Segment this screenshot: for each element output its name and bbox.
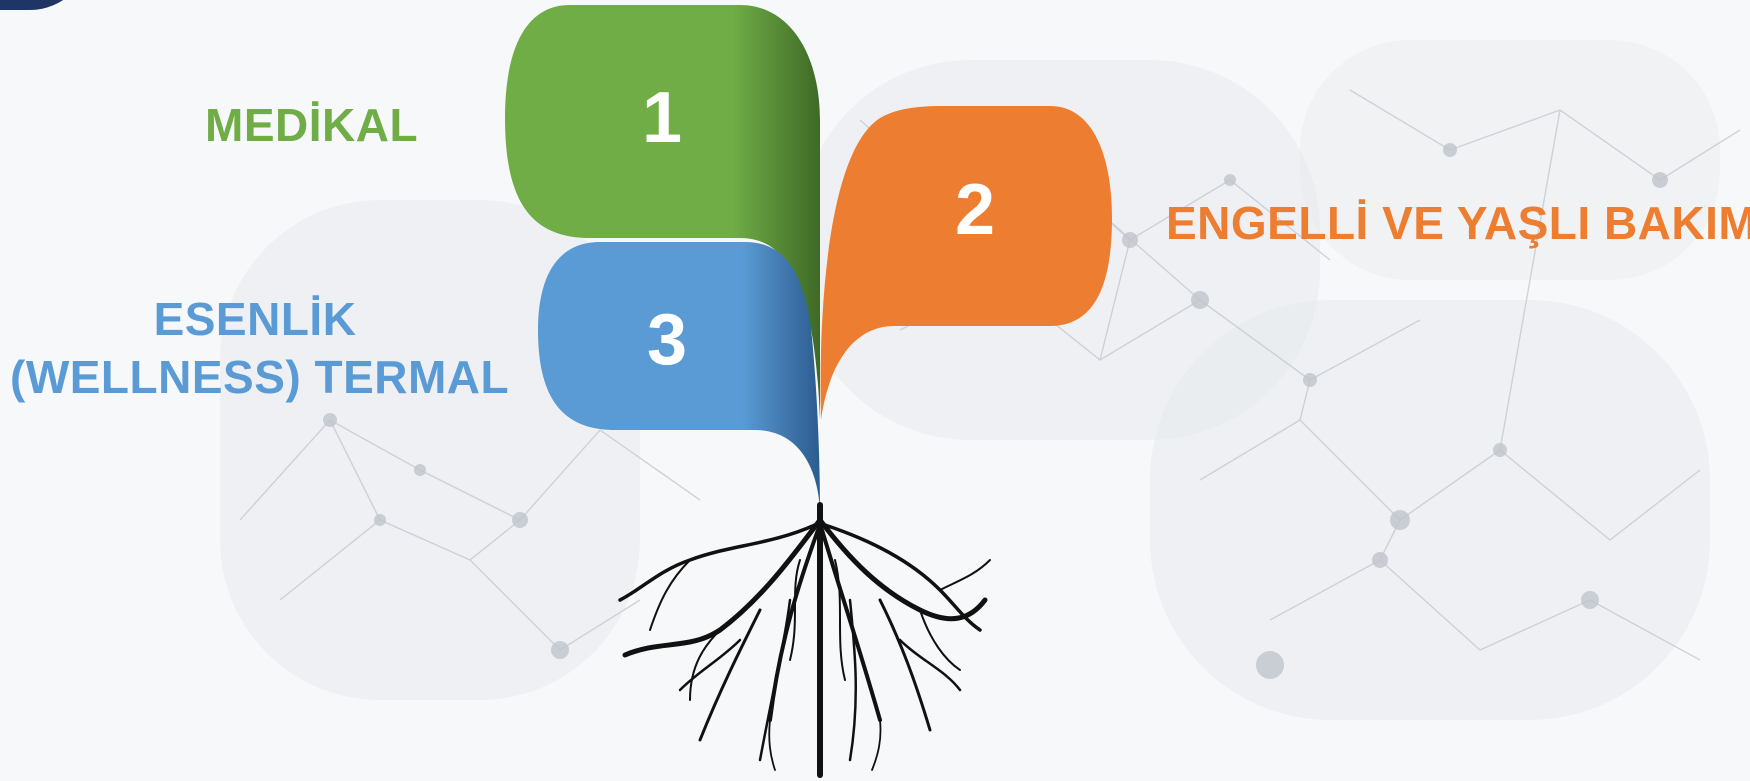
branch-1-label: MEDİKAL xyxy=(205,99,419,151)
corner-logo-shape xyxy=(0,0,90,10)
branch-3-leaf xyxy=(538,242,820,510)
branch-1-number: 1 xyxy=(642,78,682,158)
roots-illustration xyxy=(618,502,991,778)
branch-1-leaf xyxy=(505,5,820,420)
branch-2-number: 2 xyxy=(955,170,995,250)
branch-3-label-line-2: (WELLNESS) TERMAL xyxy=(10,351,510,403)
branch-3-number: 3 xyxy=(647,300,687,380)
branch-3-label-line-1: ESENLİK xyxy=(153,293,357,345)
branch-2-leaf xyxy=(820,106,1112,420)
branch-2-label: ENGELLİ VE YAŞLI BAKIM xyxy=(1166,197,1750,249)
branch-3-label: ESENLİK (WELLNESS) TERMAL xyxy=(10,290,510,406)
